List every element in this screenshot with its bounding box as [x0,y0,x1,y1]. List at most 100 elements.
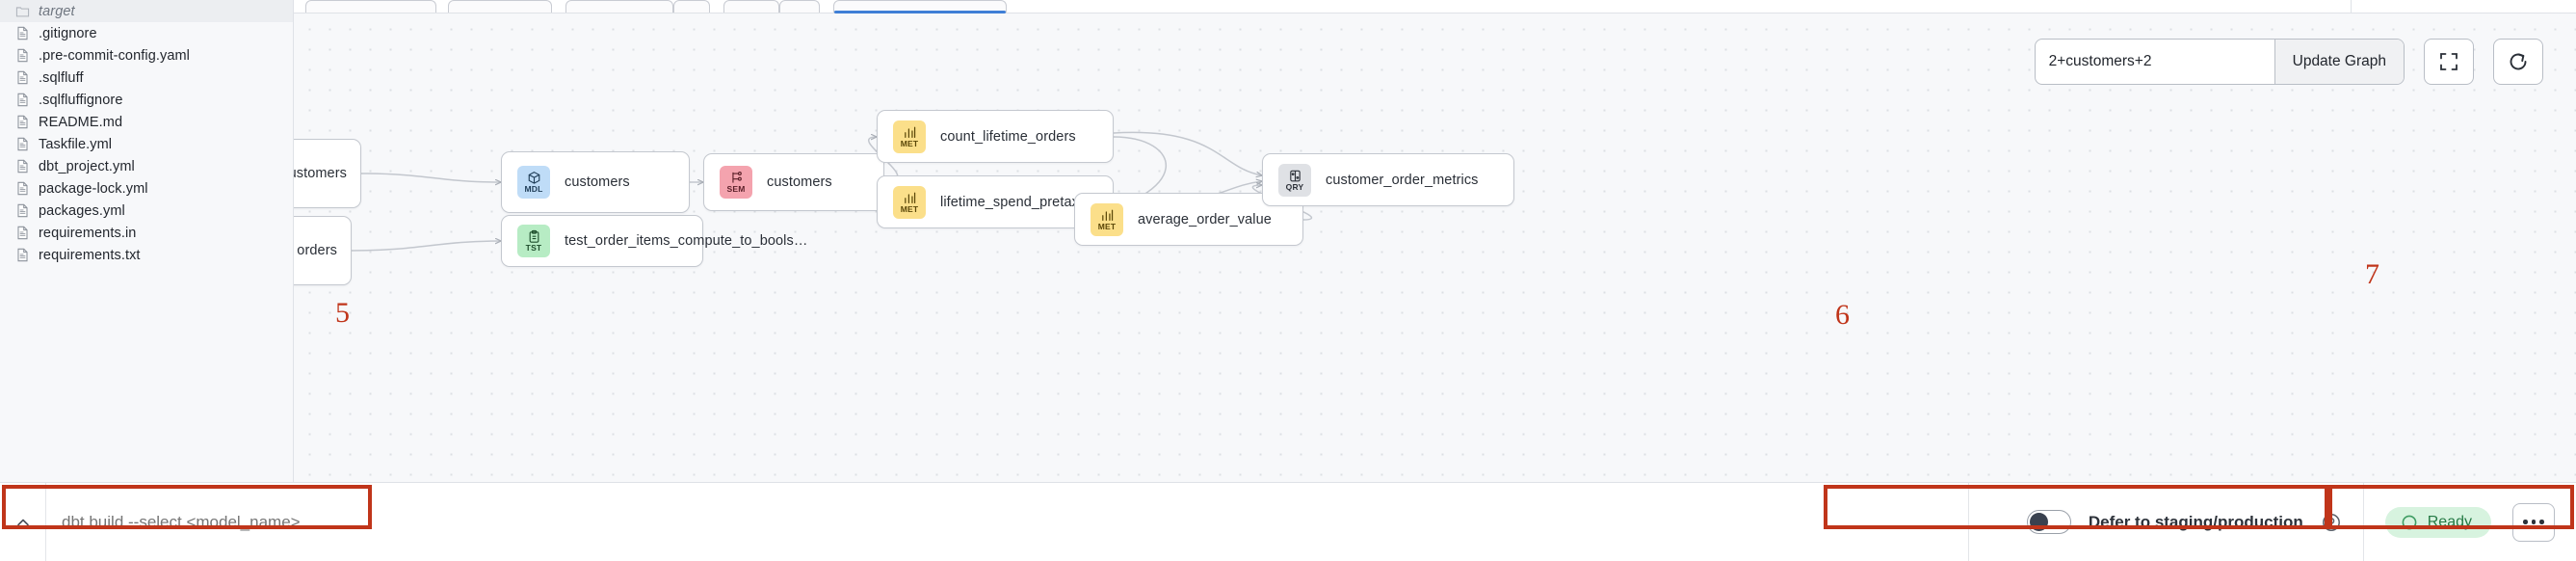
file-list-item[interactable]: packages.yml [0,200,293,222]
node-label: stg_customers [294,166,347,181]
file-name: .sqlfluffignore [39,92,123,108]
node-label: lifetime_spend_pretax [940,194,1079,210]
node-label: customers [565,174,630,190]
file-icon [17,159,28,174]
tab-fragment[interactable] [565,0,673,13]
command-input[interactable] [46,512,586,532]
fullscreen-button[interactable] [2424,39,2474,85]
graph-node[interactable]: stg_customers [294,139,361,208]
node-label: orders [297,243,337,258]
bar-chart-icon: MET [1091,202,1123,236]
graph-query-group: Update Graph [2034,39,2405,85]
file-list-item[interactable]: requirements.in [0,222,293,244]
file-list-item[interactable]: .sqlfluffignore [0,89,293,111]
file-icon [17,226,28,240]
semantic-icon: SEM [720,166,752,199]
clipboard-icon: TST [517,225,550,257]
refresh-button[interactable] [2493,39,2543,85]
file-icon [17,203,28,218]
expand-panel-button[interactable] [0,483,46,561]
tab-fragment[interactable] [673,0,710,13]
defer-label: Defer to staging/production [2088,512,2303,531]
refresh-icon [2510,53,2527,70]
cube-icon: MDL [517,166,550,199]
graph-node[interactable]: TST test_order_items_compute_to_bools… [501,215,807,267]
bottom-bar-right: Defer to staging/production Ready [1967,483,2576,561]
graph-query-input[interactable] [2035,40,2274,84]
graph-node[interactable]: MDL customers [501,151,690,213]
file-icon [17,26,28,40]
node-label: average_order_value [1138,211,1272,227]
node-type-label: MET [1097,221,1117,231]
tab-strip-divider [2351,0,2352,13]
graph-node[interactable]: SEM customers [703,153,884,211]
graph-toolbar: Update Graph [2034,39,2543,85]
node-type-label: TST [525,243,542,254]
file-name: requirements.in [39,225,137,241]
node-label: count_lifetime_orders [940,128,1076,145]
tab-fragment[interactable] [305,0,436,13]
defer-toggle[interactable] [2026,510,2071,534]
graph-node[interactable]: QRY customer_order_metrics [1262,153,1514,206]
file-name: .pre-commit-config.yaml [39,47,190,64]
file-name: dbt_project.yml [39,158,135,174]
query-icon: QRY [1278,163,1311,197]
file-icon [17,181,28,196]
node-label: test_order_items_compute_to_bools… [565,233,808,249]
lineage-graph-canvas[interactable]: stg_customersorders MDL customers TST te… [294,13,2576,482]
more-options-button[interactable] [2512,502,2555,542]
file-list-item[interactable]: dbt_project.yml [0,155,293,177]
node-type-label: SEM [726,184,746,195]
file-list-item[interactable]: requirements.txt [0,244,293,266]
node-type-label: QRY [1285,181,1304,192]
file-list-item[interactable]: .gitignore [0,22,293,44]
file-name: packages.yml [39,202,125,219]
file-explorer-sidebar: target .gitignore .pre-commit-config.yam… [0,0,294,482]
node-type-label: MET [900,203,919,214]
toggle-knob [2029,513,2048,531]
file-name: target [39,3,75,19]
file-name: .gitignore [39,25,97,41]
help-circle-icon[interactable] [2321,512,2342,533]
file-icon [17,93,28,107]
chevron-up-icon [16,519,29,525]
file-list: target .gitignore .pre-commit-config.yam… [0,0,293,266]
file-name: requirements.txt [39,247,141,263]
bar-chart-icon: MET [893,185,926,219]
bottom-status-bar: Defer to staging/production Ready [0,482,2576,561]
status-label: Ready [2427,513,2472,530]
file-icon [17,137,28,151]
file-name: README.md [39,114,123,130]
file-list-item[interactable]: .sqlfluff [0,67,293,89]
file-icon [17,70,28,85]
defer-setting: Defer to staging/production [1967,483,2363,561]
tab-fragment[interactable] [723,0,779,13]
tab-fragment[interactable] [779,0,820,13]
file-list-item[interactable]: package-lock.yml [0,177,293,200]
node-label: customers [767,174,832,190]
bar-chart-icon: MET [893,120,926,153]
status-cell: Ready [2362,483,2576,561]
ellipsis-dot [2531,520,2537,524]
graph-node[interactable]: orders [294,216,352,285]
file-list-item[interactable]: Taskfile.yml [0,133,293,155]
file-list-item[interactable]: README.md [0,111,293,133]
tab-fragment-active[interactable] [833,0,1007,13]
file-list-item[interactable]: target [0,0,293,22]
tab-fragment[interactable] [448,0,552,13]
editor-tab-strip [294,0,2576,13]
node-type-label: MDL [524,184,543,195]
circle-icon [2402,515,2417,529]
graph-node[interactable]: MET count_lifetime_orders [877,110,1114,163]
file-list-item[interactable]: .pre-commit-config.yaml [0,44,293,67]
file-icon [17,248,28,262]
status-badge[interactable]: Ready [2384,506,2491,538]
file-name: package-lock.yml [39,180,148,197]
file-icon [17,48,28,63]
file-name: .sqlfluff [39,69,84,86]
ellipsis-dot [2539,520,2544,524]
active-tab-indicator [834,11,1006,13]
update-graph-button[interactable]: Update Graph [2274,40,2404,84]
ellipsis-dot [2523,520,2528,524]
